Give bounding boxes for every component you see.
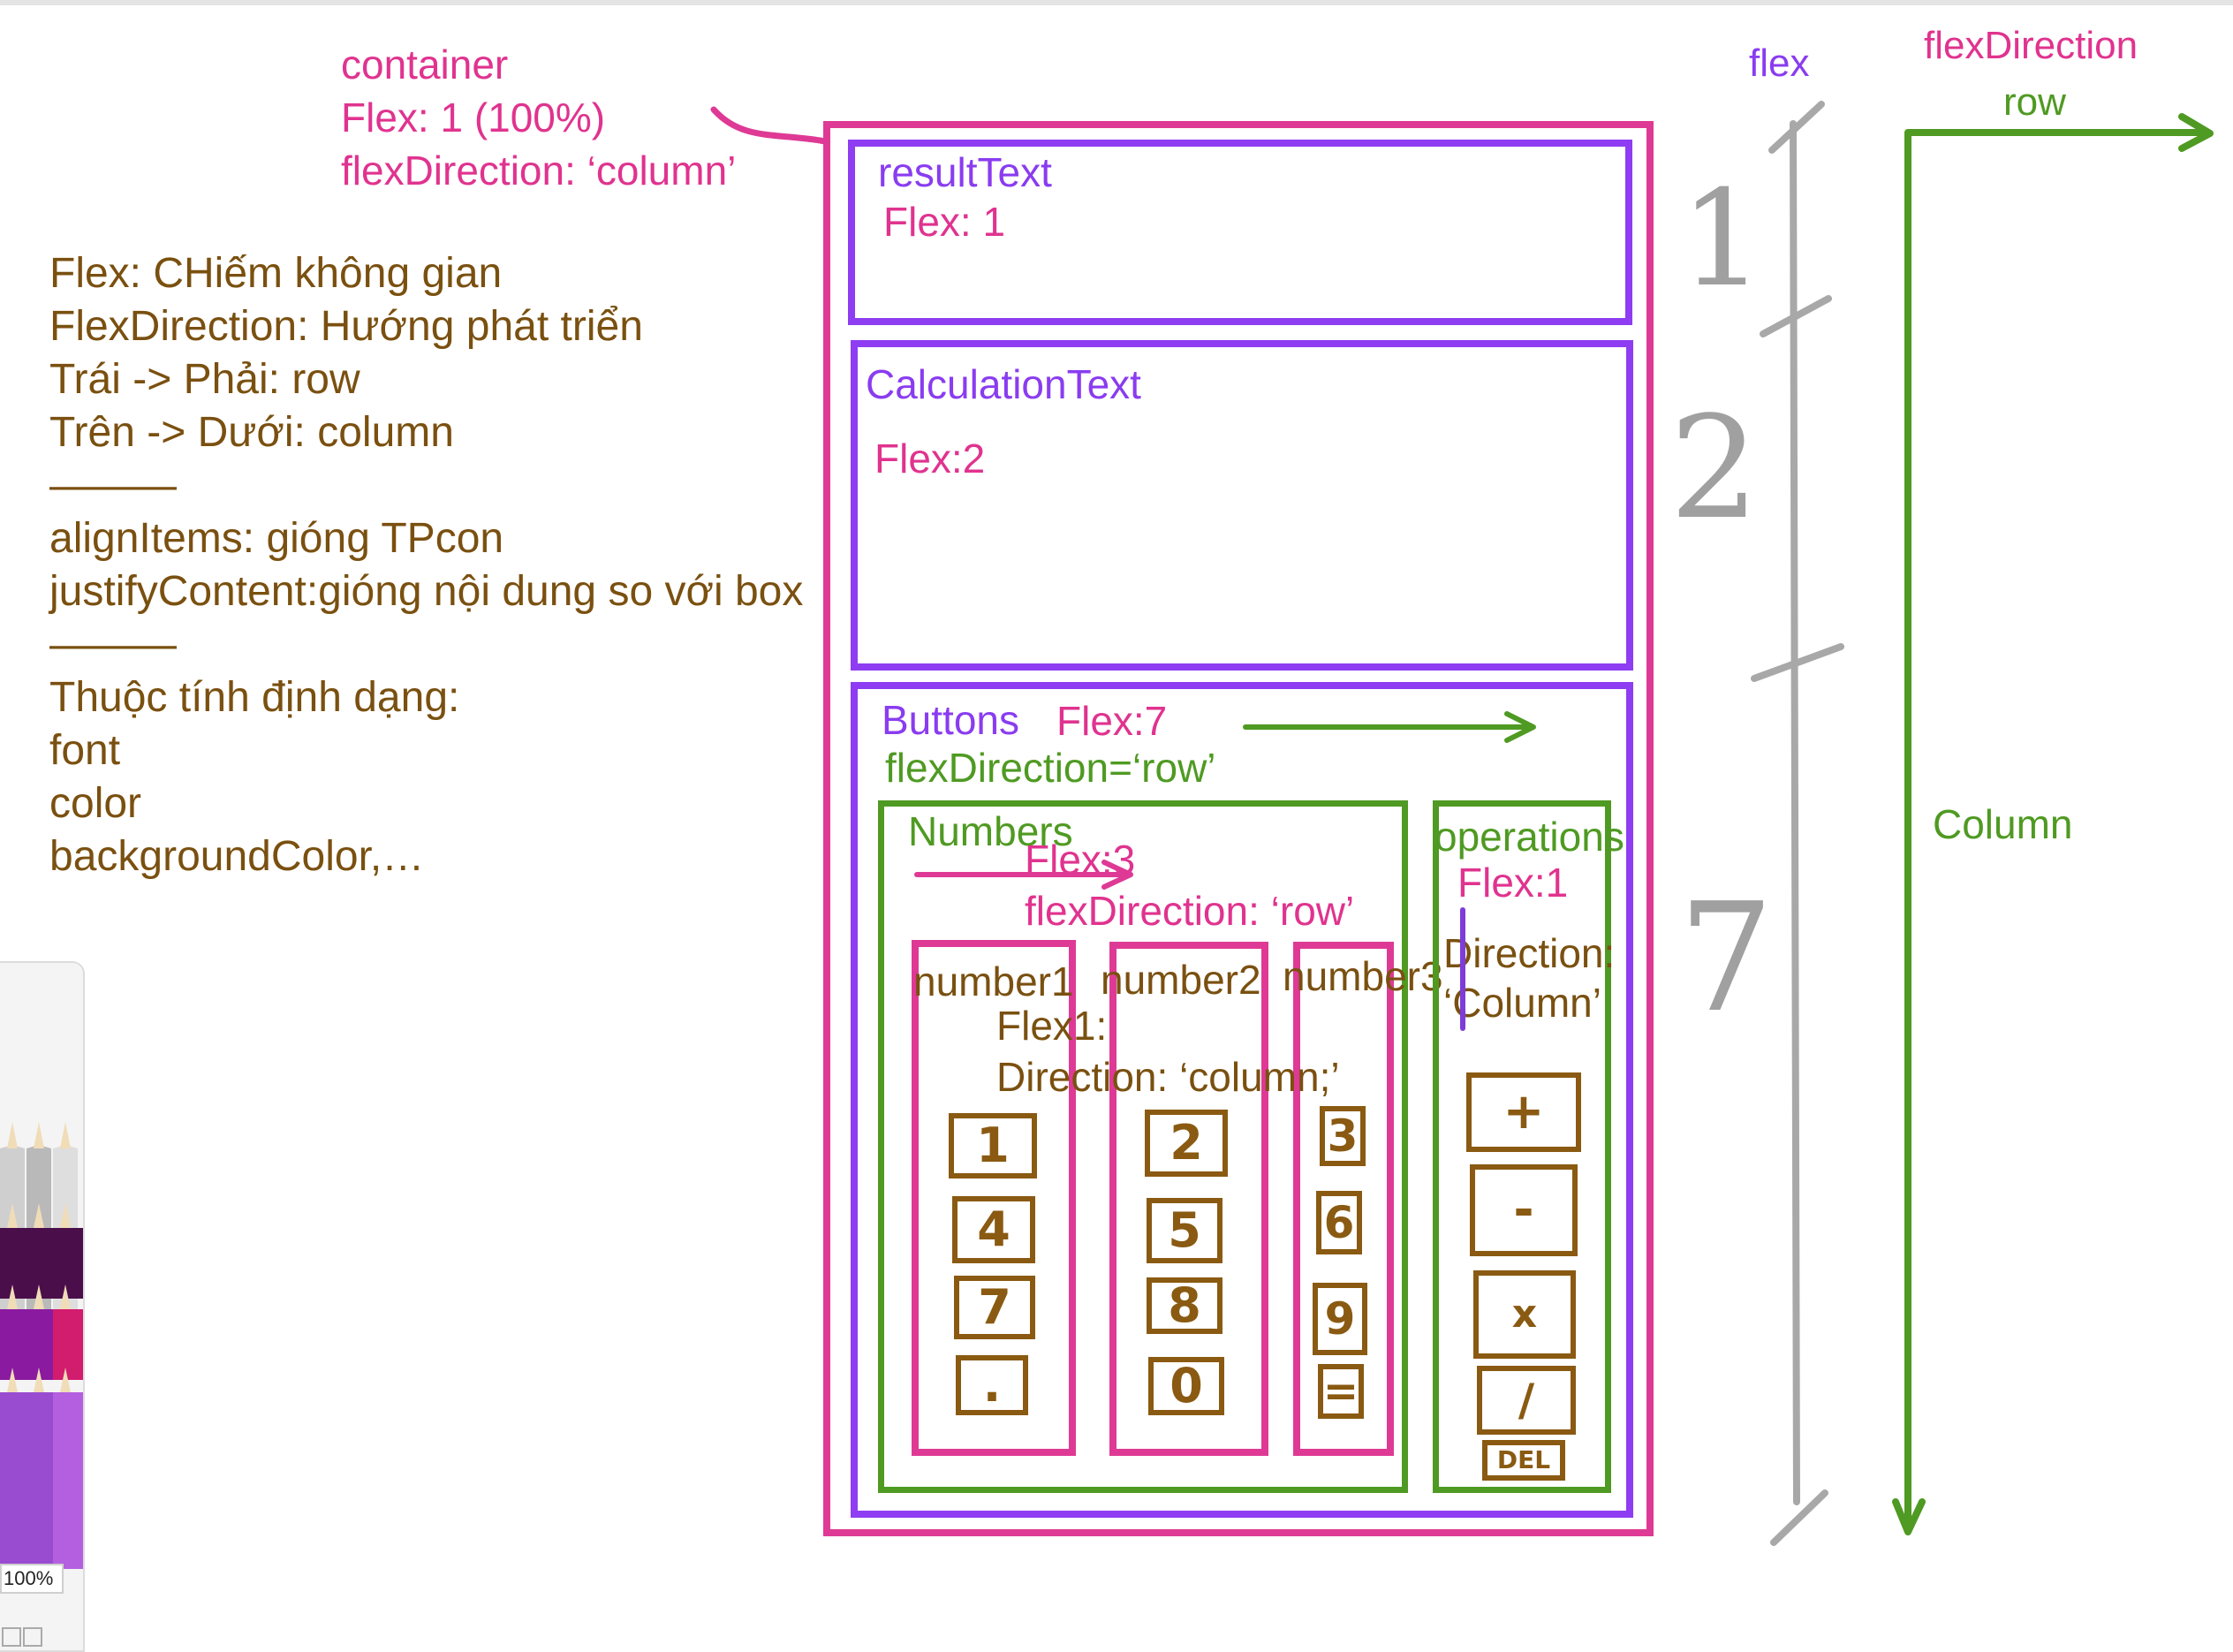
numbers-direction: flexDirection: ‘row’ [1025,888,1355,934]
key-4[interactable]: 4 [952,1196,1035,1263]
note-line: alignItems: gióng TPcon [49,515,504,562]
number-columns-direction: Direction: ‘column;’ [996,1054,1340,1100]
container-label: container [341,42,509,87]
flex-axis-line [1790,120,1800,1505]
numbers-row-arrowhead [1101,860,1133,890]
buttons-title: Buttons [882,697,1019,743]
legend-column-label: Column [1933,801,2073,847]
container-connector [710,106,829,145]
key-minus[interactable]: - [1470,1164,1578,1256]
operations-flex: Flex:1 [1457,860,1569,906]
key-del[interactable]: DEL [1482,1440,1565,1481]
ratio-2-label: 2 [1669,385,1760,550]
key-9[interactable]: 9 [1313,1283,1367,1355]
ratio-7-label: 7 [1678,871,1775,1046]
number3-column [1293,942,1394,1456]
key-3[interactable]: 3 [1320,1106,1366,1166]
result-text-title: resultText [878,149,1052,195]
operations-box [1433,800,1611,1493]
flex-axis-tick [1768,101,1825,154]
operations-direction-line1: Direction: [1443,930,1616,976]
note-line: backgroundColor,… [49,833,425,880]
legend-flex-label: flex [1749,42,1810,85]
buttons-box [851,682,1633,1518]
operations-title: operations [1434,814,1624,860]
key-7[interactable]: 7 [954,1276,1035,1339]
legend-row-arrowhead [2178,113,2214,152]
number1-column [912,940,1076,1456]
number-columns-flex: Flex1: [996,1003,1108,1049]
legend-column-arrowhead [1892,1498,1926,1535]
key-8[interactable]: 8 [1147,1277,1222,1334]
view-toggle-icon[interactable] [23,1627,42,1647]
colored-pencils [0,1122,83,1569]
buttons-row-arrowhead [1504,711,1536,743]
note-divider: ——— [49,462,177,509]
note-divider: ——— [49,621,177,668]
container-direction-label: flexDirection: ‘column’ [341,148,737,193]
calculation-text-flex: Flex:2 [874,436,986,481]
calculation-text-title: CalculationText [866,361,1141,407]
operations-direction-line2: ‘Column’ [1443,980,1601,1026]
number2-label: number2 [1101,957,1261,1003]
note-line: Trái -> Phải: row [49,356,360,403]
result-text-box [848,140,1632,325]
number2-column [1109,942,1268,1456]
note-line: Thuộc tính định dạng: [49,674,460,721]
note-line: FlexDirection: Hướng phát triển [49,303,643,350]
zoom-level-field[interactable]: 100% [0,1564,64,1594]
window-top-edge [0,0,2233,5]
key-multiply[interactable]: x [1473,1270,1576,1359]
ratio-1-label: 1 [1680,163,1765,316]
key-6[interactable]: 6 [1316,1191,1362,1254]
note-line: Flex: CHiếm không gian [49,250,503,297]
numbers-box [878,800,1408,1493]
number1-label: number1 [913,959,1074,1004]
key-plus[interactable]: + [1466,1072,1581,1152]
key-5[interactable]: 5 [1147,1198,1222,1263]
key-equals[interactable]: = [1318,1364,1364,1419]
legend-axes [1904,129,2207,1525]
flex-axis-tick [1760,295,1832,337]
number3-label: number3 [1283,953,1443,999]
note-line: color [49,780,142,827]
key-2[interactable]: 2 [1145,1110,1228,1177]
container-flex-label: Flex: 1 (100%) [341,95,606,140]
view-toggle-icon[interactable] [2,1627,21,1647]
flex-axis-tick [1751,643,1844,682]
legend-row-label: row [2003,80,2066,124]
legend-flexdirection-label: flexDirection [1924,24,2138,67]
key-1[interactable]: 1 [949,1113,1037,1178]
numbers-title: Numbers [908,808,1073,854]
calculation-text-box [851,340,1633,671]
buttons-direction: flexDirection=‘row’ [885,745,1216,791]
note-line: justifyContent:gióng nội dung so với box [49,568,804,615]
pencil-palette[interactable] [0,961,85,1652]
note-line: Trên -> Dưới: column [49,409,454,456]
result-text-flex: Flex: 1 [883,199,1006,245]
key-dot[interactable]: . [956,1355,1028,1415]
key-0[interactable]: 0 [1148,1357,1224,1415]
container-box [823,121,1654,1536]
note-line: font [49,727,121,774]
buttons-flex: Flex:7 [1056,698,1168,744]
key-divide[interactable]: / [1477,1366,1576,1435]
flex-axis-tick [1770,1489,1828,1546]
